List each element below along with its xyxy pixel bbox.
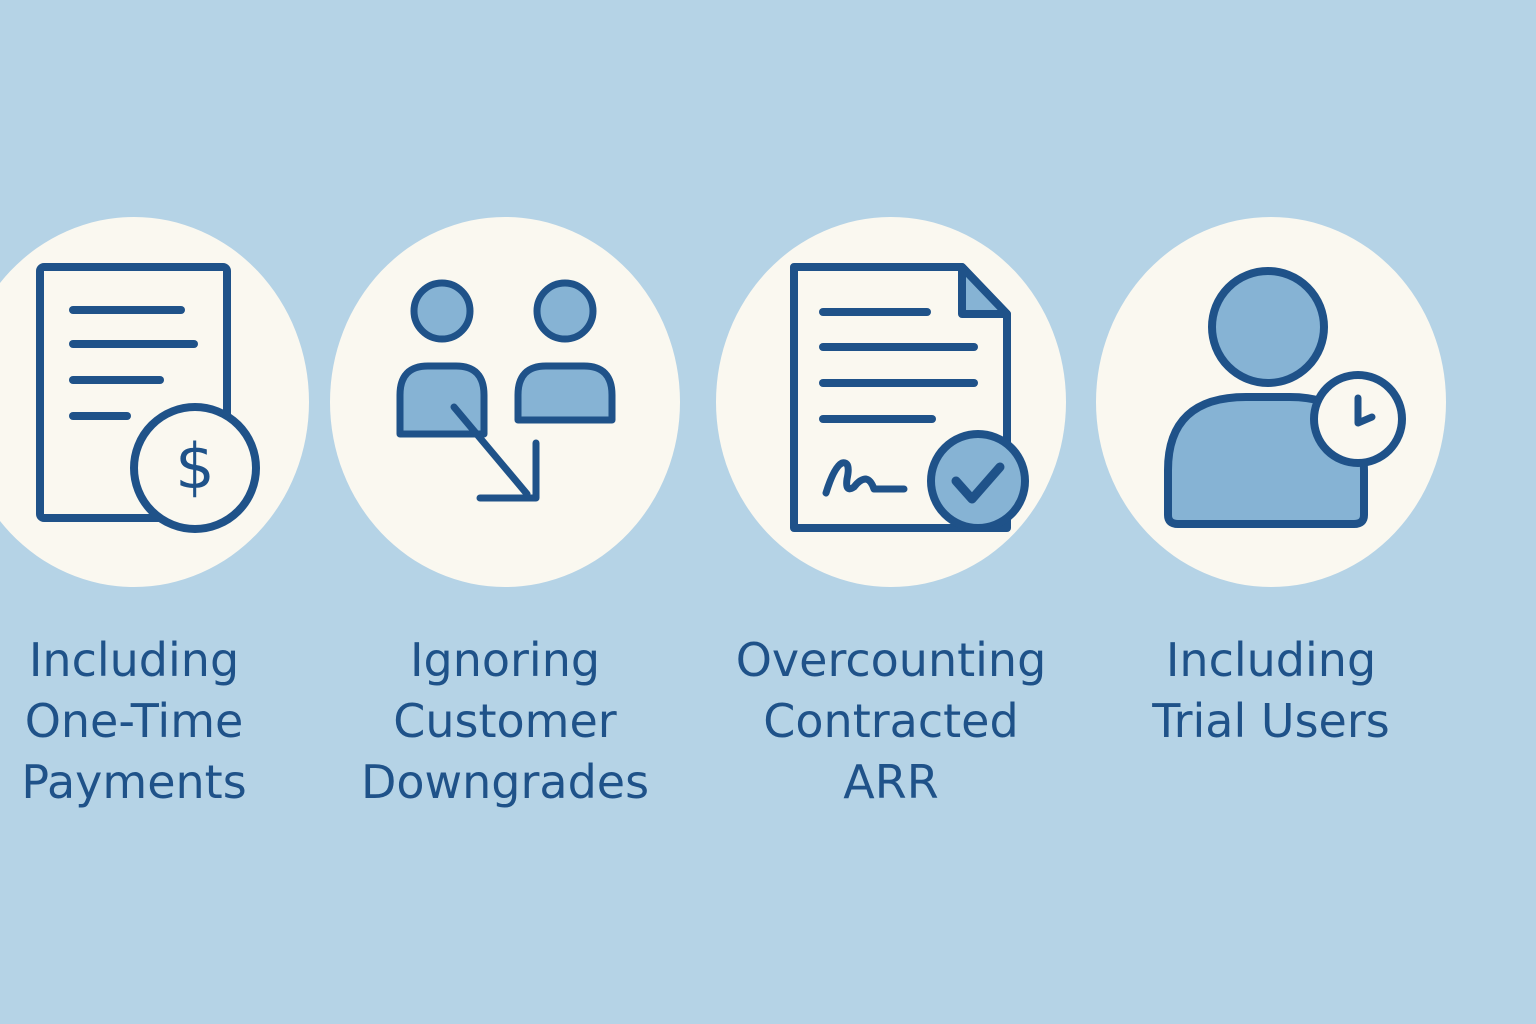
dollar-sign-icon: $ <box>175 430 214 503</box>
invoice-dollar-icon: $ <box>36 263 260 533</box>
label-line: Customer <box>393 694 617 748</box>
icon-disc <box>330 217 680 587</box>
trial-user-clock-icon <box>1164 267 1406 528</box>
label-line: Including <box>28 633 240 687</box>
mistake-item-trial-users: Including Trial Users <box>1096 0 1456 1024</box>
mistake-item-customer-downgrades: Ignoring Customer Downgrades <box>330 0 690 1024</box>
signature-icon <box>822 459 908 497</box>
label-line: ARR <box>843 755 939 809</box>
label-line: One-Time <box>24 694 244 748</box>
signed-contract-check-icon <box>790 263 1029 532</box>
users-downgrade-icon <box>396 279 616 502</box>
check-icon <box>951 462 1005 504</box>
label-line: Downgrades <box>360 755 650 809</box>
mistake-label: Including Trial Users <box>1056 630 1486 752</box>
label-line: Overcounting <box>735 633 1047 687</box>
mistake-item-one-time-payments: $ Including One-Time Payments <box>0 0 319 1024</box>
icon-disc <box>1096 217 1446 587</box>
mistake-label: Including One-Time Payments <box>0 630 349 813</box>
icon-disc <box>716 217 1066 587</box>
mistake-item-contracted-arr: Overcounting Contracted ARR <box>716 0 1076 1024</box>
label-line: Ignoring <box>409 633 601 687</box>
label-line: Including <box>1165 633 1377 687</box>
mistake-label: Overcounting Contracted ARR <box>676 630 1106 813</box>
mistake-label: Ignoring Customer Downgrades <box>290 630 720 813</box>
user-icon <box>1208 267 1328 387</box>
label-line: Trial Users <box>1152 694 1390 748</box>
arrow-down-right-icon <box>450 403 531 498</box>
icon-disc: $ <box>0 217 309 587</box>
label-line: Contracted <box>763 694 1019 748</box>
label-line: Payments <box>21 755 247 809</box>
